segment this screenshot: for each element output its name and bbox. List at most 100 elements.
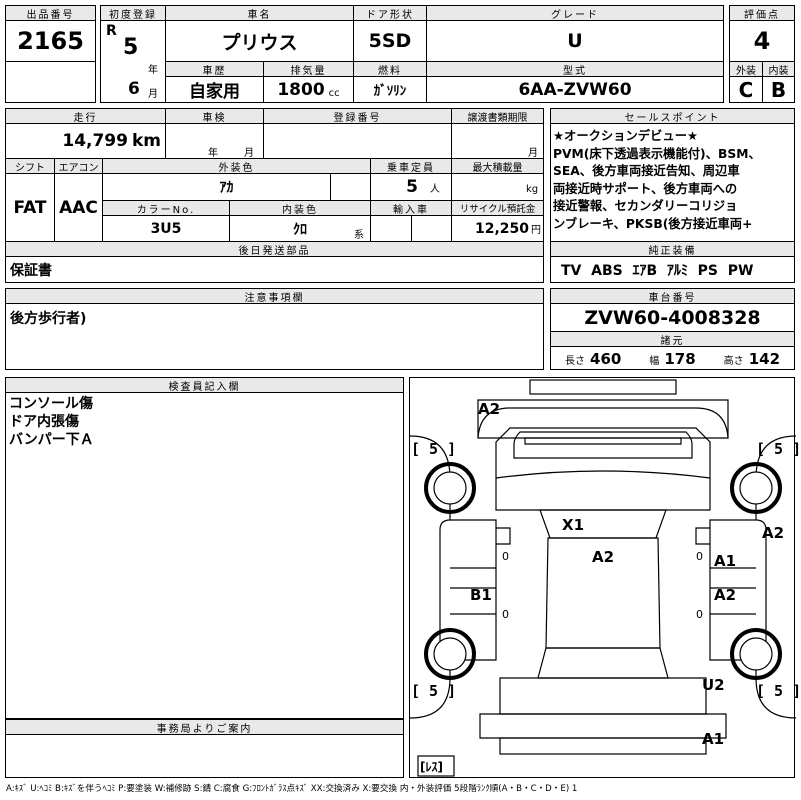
header-shift: シフト <box>5 158 55 174</box>
exterior-value: C <box>738 77 754 102</box>
mark-a1-right-front: A1 <box>714 552 737 570</box>
capacity: 5 人 <box>370 173 452 201</box>
mark-u2: U2 <box>702 676 725 694</box>
door-left-rear-num: 0 <box>502 608 509 621</box>
header-ac: エアコン <box>54 158 103 174</box>
header-interior: 内装 <box>762 61 795 77</box>
later-parts: 保証書 <box>5 256 544 283</box>
inspection: 年 月 <box>165 123 264 159</box>
mark-a2-right-edge: A2 <box>762 524 785 542</box>
later-parts-value: 保証書 <box>10 262 52 279</box>
header-model: 型式 <box>426 61 724 77</box>
transfer-month-unit: 月 <box>528 148 538 159</box>
lot-number: 2165 <box>5 20 96 62</box>
header-recycle: リサイクル預託金 <box>451 200 544 216</box>
header-score: 評価点 <box>729 5 795 21</box>
header-capacity: 乗車定員 <box>370 158 452 174</box>
mileage-value: 14,799 <box>62 131 128 151</box>
inspector-notes: コンソール傷 ドア内張傷 バンパー下Ａ <box>5 392 404 719</box>
import-a <box>370 215 412 242</box>
header-max-load: 最大積載量 <box>451 158 544 174</box>
car-name-value: プリウス <box>221 31 298 54</box>
tire-rear-right: [ 5 ] <box>756 682 801 700</box>
mark-a2-right-rear: A2 <box>714 586 737 604</box>
color-number-value: 3U5 <box>150 220 182 237</box>
exterior-rating: C <box>729 76 763 103</box>
car-outline <box>409 379 797 777</box>
header-int-color: 内装色 <box>229 200 371 216</box>
shift-value: FAT <box>13 197 47 218</box>
header-import: 輸入車 <box>370 200 452 216</box>
displacement-value: 1800 <box>277 79 325 100</box>
reg-month-unit: 月 <box>148 89 158 100</box>
recycle-deposit: 12,250 円 <box>451 215 544 242</box>
tire-front-right: [ 5 ] <box>756 440 801 458</box>
notes: 後方歩行者) <box>5 303 544 370</box>
registration-number <box>263 123 452 159</box>
header-transfer: 譲渡書類期限 <box>451 108 544 124</box>
sales-points-text: ★オークションデビュー★ PVM(床下透過表示機能付)、BSM、 SEA、後方車… <box>553 129 761 231</box>
door-left-front-num: 0 <box>502 550 509 563</box>
header-ext-color: 外装色 <box>102 158 371 174</box>
header-fuel: 燃料 <box>353 61 427 77</box>
lot-number-value: 2165 <box>17 27 84 55</box>
spec-height-label: 高さ <box>723 355 744 367</box>
header-lot-no: 出品番号 <box>5 5 96 21</box>
equipment: TV ABS ｴｱB ｱﾙﾐ PS PW <box>550 256 795 283</box>
header-equipment: 純正装備 <box>550 241 795 257</box>
capacity-value: 5 <box>406 177 418 197</box>
history: 自家用 <box>165 76 264 103</box>
mark-a1-rear: A1 <box>702 730 725 748</box>
grade: U <box>426 20 724 62</box>
score-value: 4 <box>753 27 771 55</box>
interior-value: B <box>770 77 787 102</box>
capacity-unit: 人 <box>429 183 440 195</box>
reg-month: 6 <box>128 79 140 99</box>
header-door: ドア形状 <box>353 5 427 21</box>
header-office: 事務局よりご案内 <box>5 719 404 735</box>
header-specs: 諸元 <box>550 331 795 347</box>
door-type: 5SD <box>353 20 427 62</box>
shift: FAT <box>5 173 55 242</box>
color-number: 3U5 <box>102 215 230 242</box>
header-sales: セールスポイント <box>550 108 795 124</box>
header-chassis: 車台番号 <box>550 288 795 304</box>
header-reg-no: 登録番号 <box>263 108 452 124</box>
reg-year-unit: 年 <box>148 65 158 76</box>
header-notes: 注意事項欄 <box>5 288 544 304</box>
mileage-unit: km <box>131 131 161 151</box>
exterior-color-value: ｱｶ <box>219 180 234 196</box>
air-conditioner: AAC <box>54 173 103 242</box>
displacement-unit: cc <box>328 88 340 99</box>
score: 4 <box>729 20 795 62</box>
mark-a2-front-bumper: A2 <box>478 400 501 418</box>
first-reg: R 5 年 6 月 <box>100 20 166 103</box>
recycle-value: 12,250 <box>474 220 529 237</box>
insp-month-unit: 月 <box>244 148 254 159</box>
import-b <box>411 215 452 242</box>
era: R <box>106 23 117 39</box>
notes-value: 後方歩行者) <box>10 311 87 327</box>
spare-tire-label: [ﾚｽ] <box>420 760 443 774</box>
header-later-parts: 後日発送部品 <box>5 241 544 257</box>
header-color-no: カラーNo. <box>102 200 230 216</box>
legend: A:ｷｽﾞ U:ﾍｺﾐ B:ｷｽﾞを伴うﾍｺﾐ P:要塗装 W:補修跡 S:錆 … <box>6 784 578 794</box>
spec-length-value: 460 <box>590 349 622 368</box>
interior-rating: B <box>762 76 795 103</box>
spec-width-value: 178 <box>664 349 696 368</box>
history-value: 自家用 <box>189 82 240 102</box>
ac-value: AAC <box>59 197 98 218</box>
header-exterior: 外装 <box>729 61 763 77</box>
max-load: kg <box>451 173 544 201</box>
header-mileage: 走行 <box>5 108 166 124</box>
spec-width: 幅 178 <box>649 349 695 368</box>
interior-color-value: ｸﾛ <box>293 221 307 238</box>
fuel-value: ｶﾞｿﾘﾝ <box>373 84 407 99</box>
spec-width-label: 幅 <box>649 355 660 367</box>
interior-color-unit: 系 <box>354 230 364 241</box>
header-displacement: 排気量 <box>263 61 354 77</box>
load-unit: kg <box>526 184 539 195</box>
header-history: 車歴 <box>165 61 264 77</box>
chassis-number: ZVW60-4008328 <box>550 303 795 332</box>
lot-blank <box>5 61 96 103</box>
